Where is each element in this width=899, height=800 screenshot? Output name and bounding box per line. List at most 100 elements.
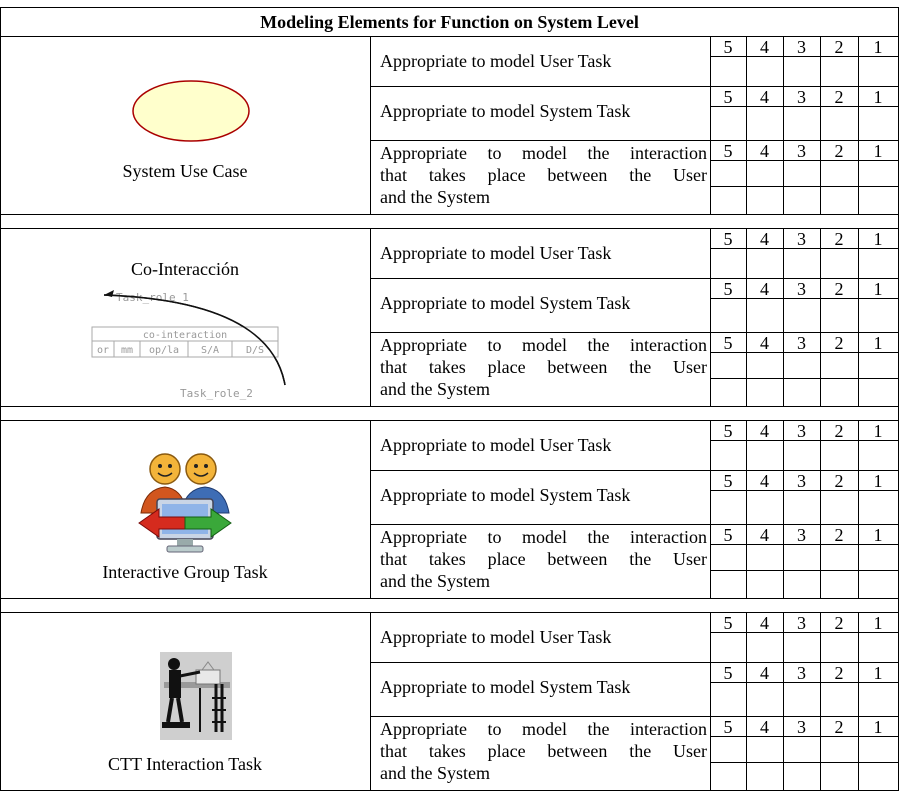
svg-text:D/S: D/S <box>246 345 264 356</box>
rating-cell[interactable] <box>784 737 820 790</box>
rating-cell[interactable] <box>711 491 746 524</box>
rating-cell[interactable] <box>784 107 820 140</box>
rating-cell[interactable] <box>821 299 858 332</box>
rating-cell[interactable] <box>859 249 898 278</box>
rating-cell[interactable] <box>859 57 898 86</box>
criterion-line: and the System <box>380 571 490 591</box>
score-column-line <box>820 36 821 214</box>
criterion-row-border <box>370 140 899 141</box>
score-column-line <box>746 228 747 406</box>
scale-value-2: 2 <box>834 141 844 161</box>
rating-cell[interactable] <box>711 299 746 332</box>
score-column-line <box>858 420 859 598</box>
rating-cell[interactable] <box>711 107 746 140</box>
rating-cell[interactable] <box>859 161 898 214</box>
score-column-line <box>820 612 821 790</box>
score-header-line <box>710 106 899 107</box>
rating-cell[interactable] <box>859 107 898 140</box>
rating-cell[interactable] <box>821 353 858 406</box>
rating-cell[interactable] <box>859 491 898 524</box>
criterion-user-task: Appropriate to model User Task <box>380 51 612 71</box>
rating-cell[interactable] <box>711 545 746 598</box>
score-column-line <box>783 420 784 598</box>
rating-cell[interactable] <box>747 57 783 86</box>
rating-cell[interactable] <box>821 441 858 470</box>
section-top-border <box>0 612 899 613</box>
scale-value-3: 3 <box>797 421 806 441</box>
rating-cell[interactable] <box>821 107 858 140</box>
rating-cell[interactable] <box>747 441 783 470</box>
rating-cell[interactable] <box>859 545 898 598</box>
rating-cell[interactable] <box>784 299 820 332</box>
criterion-line: Appropriate to model the interaction <box>380 719 707 739</box>
rating-cell[interactable] <box>747 249 783 278</box>
rating-cell[interactable] <box>747 353 783 406</box>
rating-cell[interactable] <box>821 491 858 524</box>
scale-value-1: 1 <box>873 471 883 491</box>
scale-value-4: 4 <box>760 279 769 299</box>
scale-value-2: 2 <box>834 613 844 633</box>
rating-cell[interactable] <box>821 633 858 662</box>
section-bottom-border <box>0 790 899 791</box>
rating-cell[interactable] <box>859 633 898 662</box>
table-top-border <box>0 7 899 8</box>
rating-cell[interactable] <box>784 441 820 470</box>
rating-cell[interactable] <box>821 161 858 214</box>
rating-cell[interactable] <box>747 299 783 332</box>
criterion-row-border <box>370 716 899 717</box>
criterion-row-border <box>370 524 899 525</box>
rating-cell[interactable] <box>747 161 783 214</box>
rating-cell[interactable] <box>784 491 820 524</box>
scale-value-3: 3 <box>797 279 806 299</box>
rating-cell[interactable] <box>747 737 783 790</box>
rating-cell[interactable] <box>711 161 746 214</box>
rating-cell[interactable] <box>747 491 783 524</box>
rating-cell[interactable] <box>821 683 858 716</box>
svg-text:op/la: op/la <box>149 345 179 356</box>
score-header-line <box>710 160 899 161</box>
score-column-line <box>746 36 747 214</box>
rating-cell[interactable] <box>711 249 746 278</box>
score-mark-line <box>710 570 899 571</box>
rating-cell[interactable] <box>821 249 858 278</box>
rating-cell[interactable] <box>784 249 820 278</box>
rating-cell[interactable] <box>747 633 783 662</box>
rating-cell[interactable] <box>711 441 746 470</box>
rating-cell[interactable] <box>711 57 746 86</box>
rating-cell[interactable] <box>859 353 898 406</box>
rating-cell[interactable] <box>784 161 820 214</box>
rating-cell[interactable] <box>747 683 783 716</box>
rating-cell[interactable] <box>784 353 820 406</box>
score-column-line <box>783 612 784 790</box>
rating-cell[interactable] <box>859 441 898 470</box>
rating-cell[interactable] <box>821 57 858 86</box>
scale-value-5: 5 <box>723 37 733 57</box>
scale-value-5: 5 <box>723 525 733 545</box>
rating-cell[interactable] <box>859 299 898 332</box>
rating-cell[interactable] <box>859 737 898 790</box>
rating-cell[interactable] <box>821 545 858 598</box>
rating-cell[interactable] <box>711 633 746 662</box>
rating-cell[interactable] <box>859 683 898 716</box>
score-column-line <box>783 36 784 214</box>
rating-cell[interactable] <box>784 545 820 598</box>
rating-cell[interactable] <box>747 107 783 140</box>
rating-cell[interactable] <box>784 57 820 86</box>
rating-cell[interactable] <box>784 633 820 662</box>
section-bottom-border <box>0 214 899 215</box>
rating-cell[interactable] <box>711 683 746 716</box>
rating-cell[interactable] <box>711 353 746 406</box>
rating-cell[interactable] <box>821 737 858 790</box>
scale-value-2: 2 <box>834 717 844 737</box>
scale-value-4: 4 <box>760 229 769 249</box>
scale-value-1: 1 <box>873 613 883 633</box>
scale-value-2: 2 <box>834 37 844 57</box>
rating-cell[interactable] <box>784 683 820 716</box>
score-header-line <box>710 440 899 441</box>
rating-cell[interactable] <box>711 737 746 790</box>
criterion-line: and the System <box>380 187 490 207</box>
rating-cell[interactable] <box>747 545 783 598</box>
